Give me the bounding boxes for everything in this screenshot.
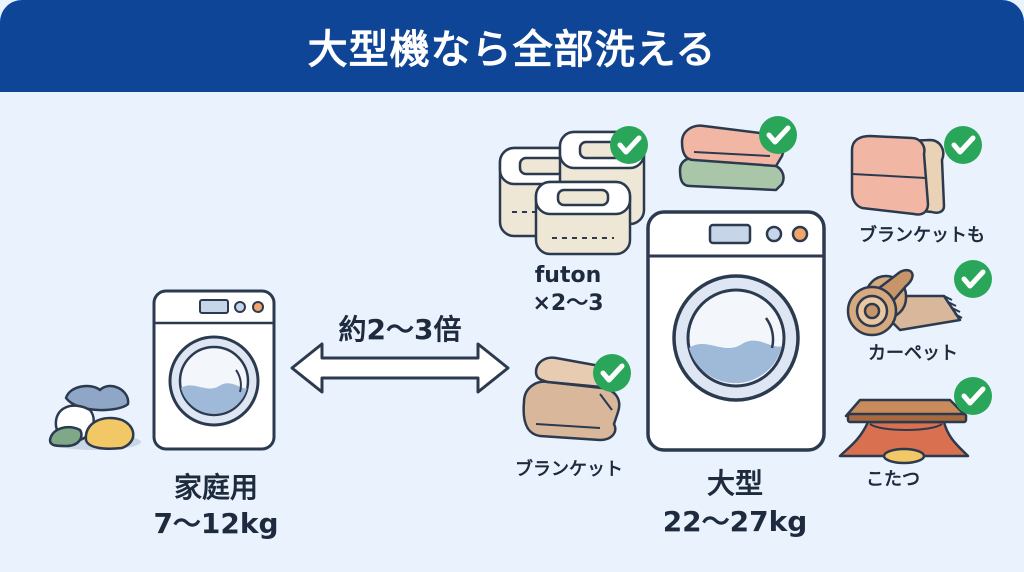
check-icon bbox=[610, 126, 648, 164]
laundry-pile-icon bbox=[48, 384, 141, 450]
futon-quantity: ×2〜3 bbox=[532, 291, 604, 316]
carpet-label: カーペット bbox=[868, 343, 958, 364]
large-machine-label: 大型 bbox=[706, 467, 763, 500]
home-machine-capacity: 7〜12kg bbox=[153, 507, 279, 540]
comparison-label: 約2〜3倍 bbox=[338, 313, 462, 346]
header-banner: 大型機なら全部洗える bbox=[0, 0, 1024, 92]
double-arrow-icon bbox=[290, 342, 510, 394]
check-icon bbox=[954, 260, 992, 298]
large-washing-machine-icon bbox=[646, 210, 826, 452]
check-icon bbox=[944, 126, 982, 164]
check-icon bbox=[593, 354, 631, 392]
blanket-icon bbox=[850, 134, 946, 216]
futon-label: futon bbox=[534, 263, 602, 288]
carpet-roll-icon bbox=[846, 269, 963, 337]
kotatsu-icon bbox=[838, 398, 970, 465]
header-title: 大型機なら全部洗える bbox=[307, 27, 717, 73]
check-icon bbox=[954, 377, 992, 415]
blanket-label: ブランケット bbox=[515, 459, 623, 480]
home-machine-label: 家庭用 bbox=[173, 471, 258, 504]
folded-towels-icon bbox=[678, 124, 785, 192]
futon-stack-icon bbox=[498, 130, 646, 256]
blanket-also-label: ブランケットも bbox=[859, 225, 985, 246]
home-washing-machine-icon bbox=[152, 289, 276, 451]
large-machine-capacity: 22〜27kg bbox=[662, 505, 808, 538]
check-icon bbox=[759, 116, 797, 154]
kotatsu-label: こたつ bbox=[866, 469, 920, 490]
